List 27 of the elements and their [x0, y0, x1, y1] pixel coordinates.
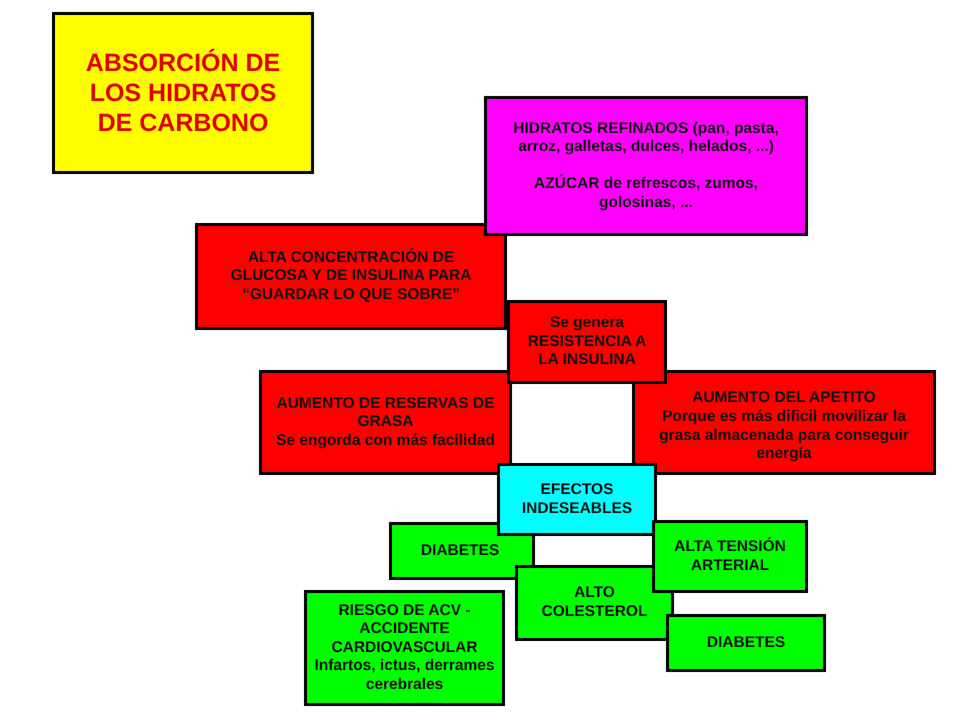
- concept-box: [259, 370, 512, 475]
- concept-box: [389, 522, 535, 580]
- concept-box: [652, 520, 808, 593]
- box-heading: AUMENTO DE RESERVAS DE GRASA: [276, 394, 496, 432]
- box-text: DIABETES: [420, 542, 500, 560]
- box-text: EFECTOS INDESEABLES: [520, 480, 634, 518]
- box-text: DIABETES: [706, 634, 786, 652]
- box-heading: HIDRATOS REFINADOS (pan, pasta, arroz, galletas, dulces, helados, ...): [512, 120, 780, 157]
- concept-box: [515, 565, 674, 641]
- title-box: ABSORCIÓN DE LOS HIDRATOS DE CARBONO: [52, 12, 314, 174]
- box-text: Porque es más dificil movilizar la grasa almacenada para conseguir energía: [658, 408, 910, 464]
- concept-box: [666, 614, 826, 672]
- box-heading: AUMENTO DEL APETITO: [692, 389, 876, 408]
- box-text: Se genera RESISTENCIA A LA INSULINA: [526, 314, 648, 370]
- concept-box: [195, 223, 507, 330]
- box-text: ALTA CONCENTRACIÓN DE GLUCOSA Y DE INSULINA PARA “GUARDAR LO QUE SOBRE”: [230, 248, 472, 304]
- concept-box: [484, 96, 808, 236]
- box-text: AZÚCAR de refrescos, zumos, golosinas, ...: [533, 175, 759, 212]
- concept-box: [497, 463, 657, 536]
- box-text: ALTO COLESTEROL: [540, 584, 648, 622]
- concept-box: [632, 370, 936, 475]
- concept-box: [507, 300, 667, 384]
- box-text: Infartos, ictus, derrames cerebrales: [313, 657, 496, 694]
- box-text: Se engorda con más facilidad: [276, 432, 495, 450]
- box-heading: RIESGO DE ACV - ACCIDENTE CARDIOVASCULAR: [330, 602, 479, 658]
- concept-box: [304, 590, 505, 706]
- box-text: ALTA TENSIÓN ARTERIAL: [673, 538, 787, 576]
